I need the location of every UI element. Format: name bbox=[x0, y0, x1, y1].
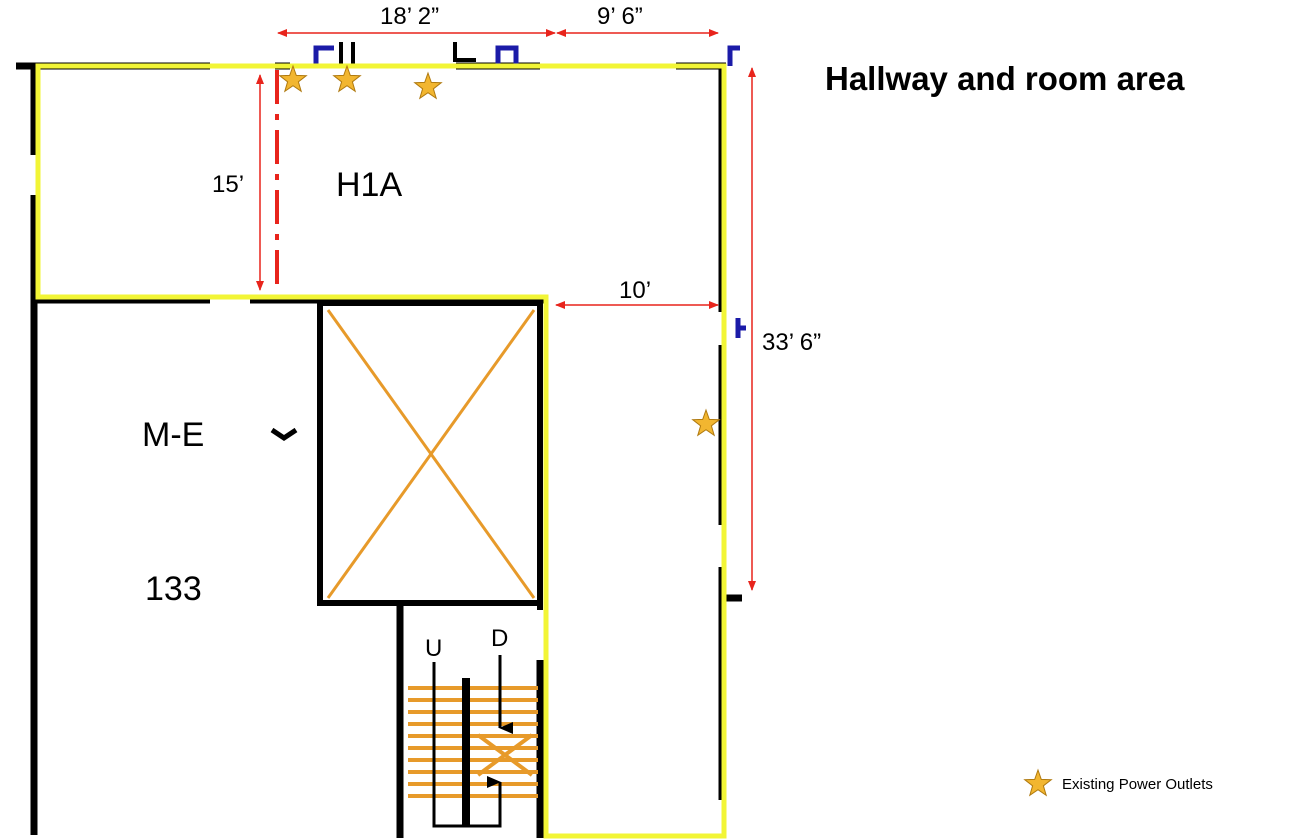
star-icon bbox=[1023, 768, 1053, 797]
stairwell bbox=[396, 605, 544, 838]
outlet-star-icon bbox=[413, 71, 443, 100]
dimension-top-right: 9’ 6” bbox=[597, 3, 643, 30]
outlet-star-icon bbox=[278, 64, 308, 93]
room-number: 133 bbox=[145, 570, 202, 608]
check-mark-icon bbox=[270, 427, 298, 442]
elevator-shaft bbox=[317, 300, 543, 610]
dimension-hall-width: 10’ bbox=[619, 277, 651, 304]
room-label-me: M-E bbox=[142, 416, 204, 454]
outlet-star-icon bbox=[332, 64, 362, 93]
stair-down-label: D bbox=[491, 625, 508, 652]
door-jambs bbox=[339, 42, 476, 66]
power-outlets bbox=[278, 64, 1053, 797]
outlet-star-icon bbox=[691, 408, 721, 437]
legend-label: Existing Power Outlets bbox=[1062, 776, 1213, 793]
blue-fixtures bbox=[313, 45, 746, 338]
dimension-top-left: 18’ 2” bbox=[380, 3, 439, 30]
room-label-h1a: H1A bbox=[336, 166, 402, 204]
dimension-left-vertical: 15’ bbox=[212, 171, 244, 198]
page-title: Hallway and room area bbox=[825, 60, 1185, 97]
dimension-right-vertical: 33’ 6” bbox=[762, 329, 821, 356]
stair-up-label: U bbox=[425, 635, 442, 662]
dimension-lines bbox=[256, 29, 756, 591]
highlighted-area bbox=[35, 63, 727, 839]
